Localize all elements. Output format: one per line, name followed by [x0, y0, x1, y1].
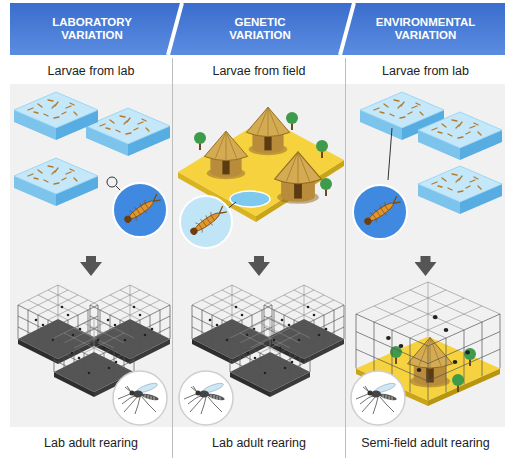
panel-label: Larvae from lab [48, 58, 135, 84]
tree-use [194, 132, 206, 150]
cage-use [230, 318, 310, 397]
tree-use [316, 140, 328, 158]
rearing-panel: Semi-field adult rearing [346, 282, 505, 458]
pond [230, 191, 270, 207]
category-band: LABORATORY VARIATION [10, 3, 174, 55]
mosquito-use [356, 381, 397, 414]
zoom-circle [179, 371, 233, 425]
panel-label: Lab adult rearing [212, 428, 306, 458]
flow-arrow [421, 256, 431, 262]
mosquito-use [184, 381, 225, 414]
mosquito-use [118, 381, 159, 414]
hut-use [246, 107, 289, 155]
zoom-circle [113, 371, 167, 425]
zoom-circle [353, 185, 407, 239]
panel-label: Larvae from field [212, 58, 305, 84]
larvae-panel: Larvae from field [173, 58, 345, 250]
tree-use [452, 374, 464, 392]
panel-label: Semi-field adult rearing [361, 428, 490, 458]
zoom-leader [388, 128, 392, 180]
larvae-panel: Larvae from lab [10, 58, 172, 250]
column-divider [173, 58, 346, 458]
larva-use [362, 194, 403, 228]
zoom-circle [351, 371, 405, 425]
zoom-circle [113, 183, 167, 237]
hut-use [275, 152, 322, 204]
zoom-ring [107, 177, 117, 187]
panel-label: Larvae from lab [382, 58, 469, 84]
rearing-panel: Lab adult rearing [10, 282, 172, 458]
tree-use [320, 178, 332, 196]
larvae-panel: Larvae from lab [346, 58, 505, 250]
tray-use [14, 158, 98, 206]
tree-use [464, 348, 476, 366]
rearing-panel: Lab adult rearing [173, 282, 345, 458]
larva-use [188, 204, 229, 238]
larva-use [122, 192, 163, 226]
cage-use [192, 285, 272, 364]
zoom-circle [180, 196, 232, 248]
flow-arrow [86, 256, 96, 262]
category-band: ENVIRONMENTAL VARIATION [346, 3, 505, 55]
hut-use [204, 131, 247, 179]
tray-use [14, 92, 98, 140]
category-band: GENETIC VARIATION [174, 3, 346, 55]
band-title: LABORATORY VARIATION [42, 16, 142, 42]
tree-use [286, 112, 298, 130]
tray-use [86, 108, 170, 156]
tray-use [418, 112, 502, 160]
tray-use [418, 166, 502, 214]
panel-background [10, 84, 505, 427]
panel-label: Lab adult rearing [44, 428, 138, 458]
flow-arrow [254, 256, 264, 262]
band-title: ENVIRONMENTAL VARIATION [376, 16, 476, 42]
band-separator [168, 3, 354, 55]
band-title: GENETIC VARIATION [210, 16, 310, 42]
